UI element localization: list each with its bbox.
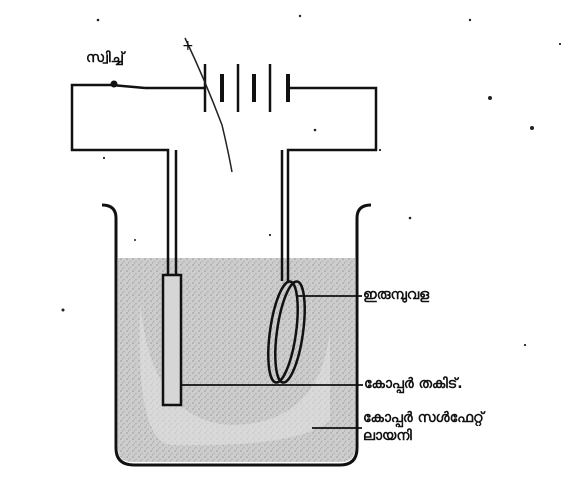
copper-plate [161, 273, 183, 407]
solution-label-line1: കോപ്പർ സൾഫേറ്റ് [363, 410, 484, 426]
battery-mark [184, 37, 233, 173]
solution-highlight [139, 300, 330, 446]
plus-sign: + [182, 38, 194, 54]
battery [203, 64, 290, 112]
solution-label-line2: ലായനി [363, 428, 412, 444]
copper-plate-label: കോപ്പർ തകിട്. [364, 376, 463, 392]
leader-lines [181, 295, 363, 429]
switch-label: സ്വിച്ച് [86, 50, 124, 66]
scan-specks [61, 14, 562, 347]
switch-terminal [110, 80, 118, 88]
iron-ring-label: ഇരുമ്പുവള [363, 287, 430, 303]
circuit-wires [70, 83, 378, 281]
beaker [101, 203, 372, 467]
iron-ring [267, 280, 306, 384]
